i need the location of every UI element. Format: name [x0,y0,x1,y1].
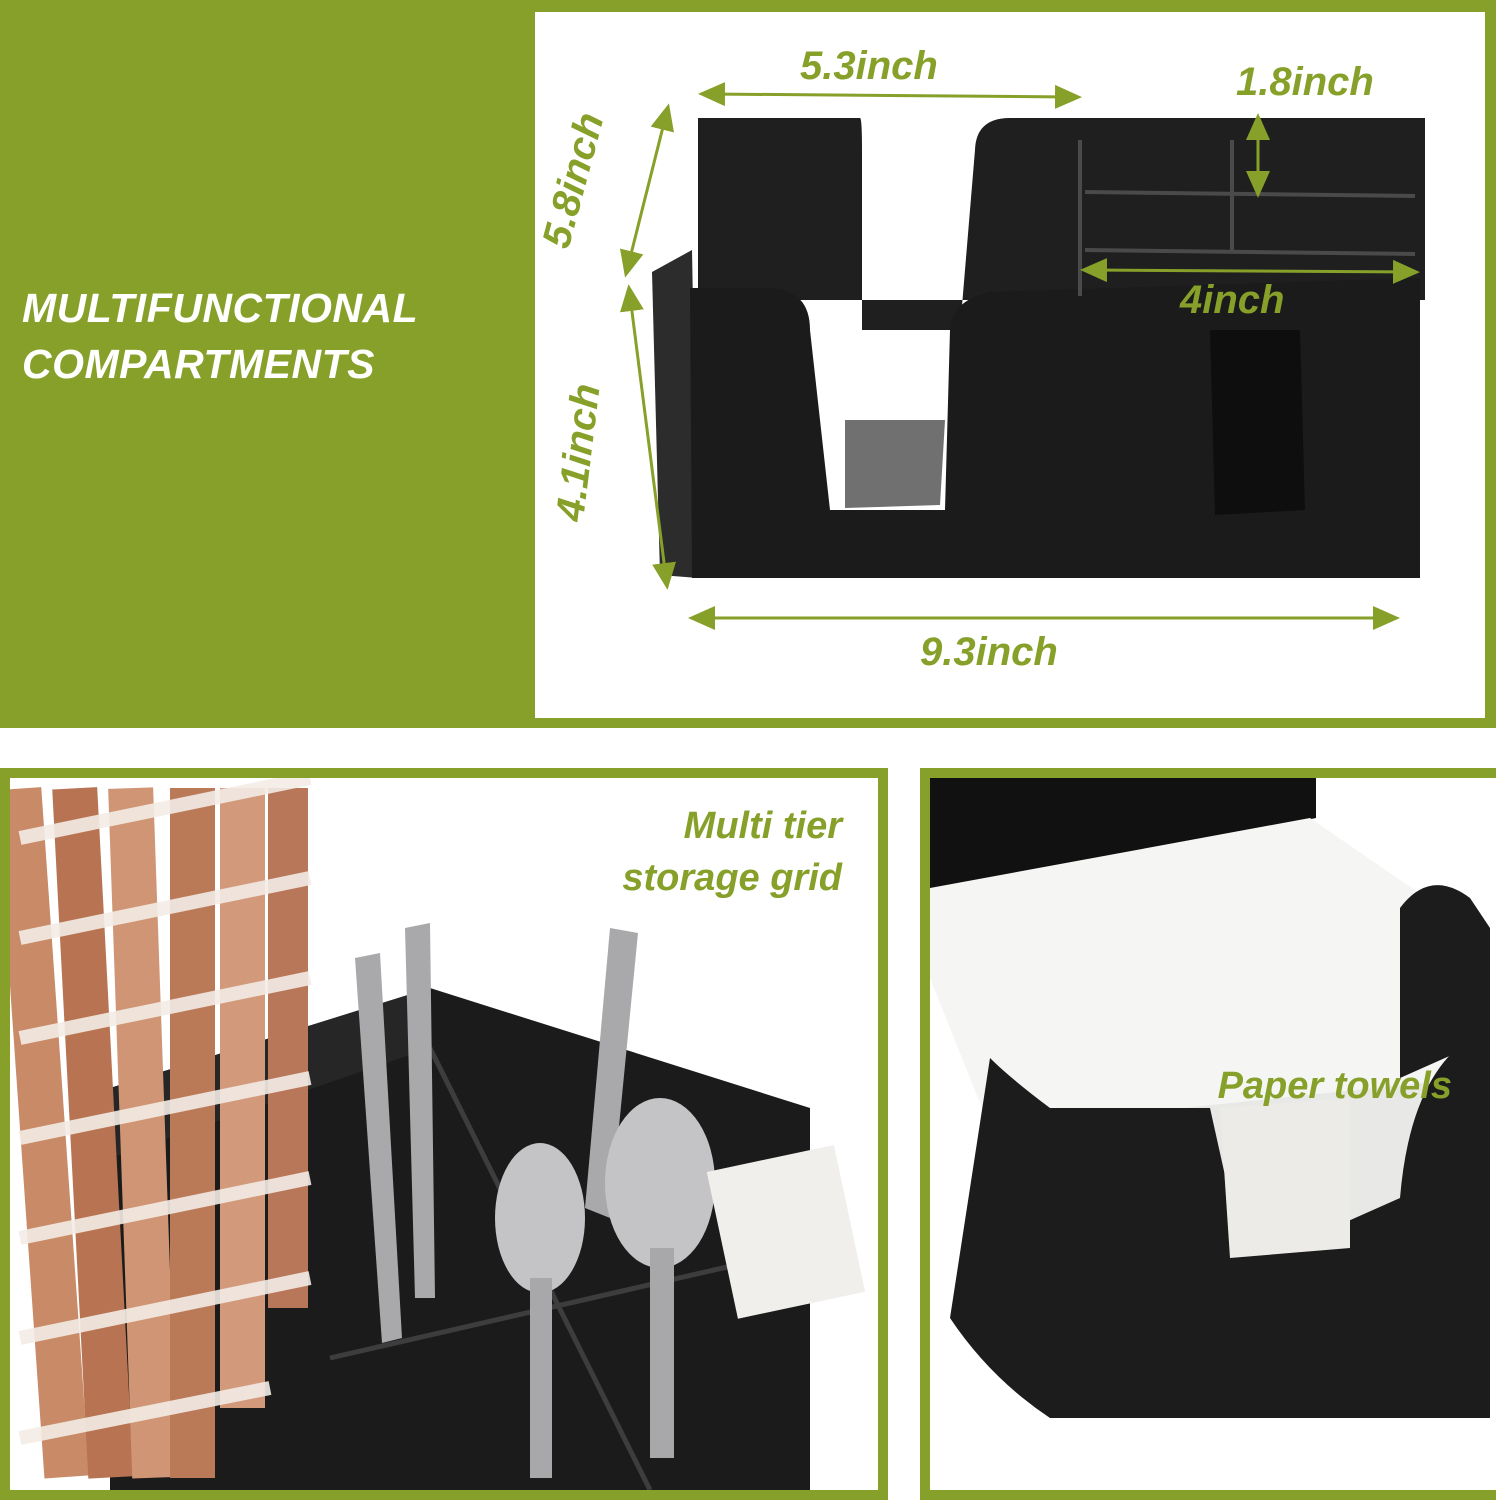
paper-towels-caption: Paper towels [1217,1065,1452,1107]
storage-caption-line2: storage grid [622,857,842,899]
headline-line1: MULTIFUNCTIONAL [22,285,419,331]
paper-towels-panel [920,768,1496,1500]
dim-compartment-width: 4inch [1180,278,1285,322]
storage-caption: Multi tier storage grid [520,800,842,904]
storage-caption-line1: Multi tier [683,805,842,847]
spoons [495,1098,715,1478]
headline-line2: COMPARTMENTS [22,341,375,387]
dim-compartment-height: 1.8inch [1236,60,1374,104]
dim-width-top: 5.3inch [800,44,938,88]
storage-grid-panel [0,768,888,1500]
napkin-holder-illustration [930,778,1490,1418]
storage-grid-illustration [10,778,866,1490]
straws [10,778,312,1479]
headline: MULTIFUNCTIONAL COMPARTMENTS [22,280,542,392]
dim-total-width: 9.3inch [920,630,1058,674]
dimension-panel [535,12,1485,718]
tongs [355,923,638,1343]
